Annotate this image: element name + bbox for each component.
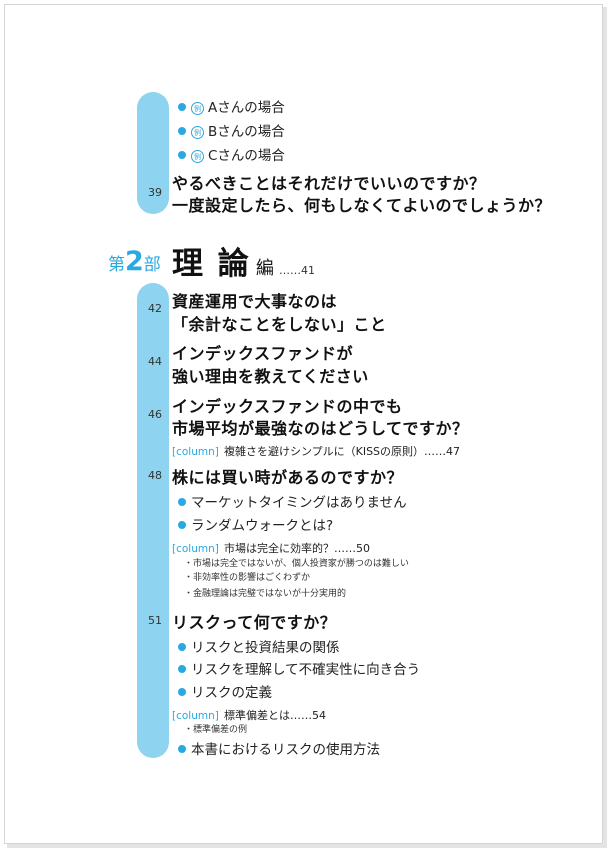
sub-51-1: リスクと投資結果の関係 xyxy=(178,636,340,656)
sub-48-1: マーケットタイミングはありません xyxy=(178,491,407,511)
bullet-icon xyxy=(178,665,186,673)
page-shadow-right xyxy=(603,7,607,848)
entry-44-line2: 強い理由を教えてください xyxy=(172,367,369,386)
question-39-line1: やるべきことはそれだけでいいのですか？ xyxy=(172,174,486,193)
bullet-icon xyxy=(178,688,186,696)
page-number-44: 44 xyxy=(148,355,162,368)
chapter-bar-part2 xyxy=(137,283,169,758)
entry-42-line2: 「余計なことをしない」こと xyxy=(172,315,387,334)
bullet-icon xyxy=(178,151,186,159)
entry-48-title: 株には買い時があるのですか？ xyxy=(172,468,404,487)
note-50-1: ・市場は完全ではないが、個人投資家が勝つのは難しい xyxy=(184,559,409,569)
column-47: [column] 複雑さを避けシンプルに（KISSの原則）……47 xyxy=(172,445,461,458)
page-number-46: 46 xyxy=(148,408,162,421)
column-54: [column] 標準偏差とは……54 xyxy=(172,709,326,722)
part-title: 理 論 編 ……41 xyxy=(172,246,315,282)
note-50-2: ・非効率性の影響はごくわずか xyxy=(184,573,311,583)
entry-46-line2: 市場平均が最強なのはどうしてですか？ xyxy=(172,419,469,438)
page-number-48: 48 xyxy=(148,469,162,482)
bullet-icon xyxy=(178,643,186,651)
example-badge-icon: 例 xyxy=(191,150,204,163)
page-shadow-bottom xyxy=(7,844,605,848)
sub-51-last: 本書におけるリスクの使用方法 xyxy=(178,738,380,758)
sub-51-2: リスクを理解して不確実性に向き合う xyxy=(178,658,420,678)
example-badge-icon: 例 xyxy=(191,102,204,115)
bullet-icon xyxy=(178,127,186,135)
page-frame xyxy=(4,4,603,844)
question-39-line2: 一度設定したら、何もしなくてよいのでしょうか？ xyxy=(172,196,552,215)
entry-42-line1: 資産運用で大事なのは xyxy=(172,292,338,311)
sub-48-2: ランダムウォークとは? xyxy=(178,514,333,534)
page-number-51: 51 xyxy=(148,614,162,627)
page-number-39: 39 xyxy=(148,186,162,199)
bullet-icon xyxy=(178,521,186,529)
bullet-icon xyxy=(178,103,186,111)
entry-51-title: リスクって何ですか？ xyxy=(172,613,337,632)
part-label: 第2部 xyxy=(108,246,161,277)
bullet-icon xyxy=(178,745,186,753)
example-badge-icon: 例 xyxy=(191,126,204,139)
chapter-bar-top xyxy=(137,92,169,214)
note-54-1: ・標準偏差の例 xyxy=(184,725,248,735)
entry-46-line1: インデックスファンドの中でも xyxy=(172,397,403,416)
entry-44-line1: インデックスファンドが xyxy=(172,344,354,363)
page-number-42: 42 xyxy=(148,302,162,315)
sub-51-3: リスクの定義 xyxy=(178,681,272,701)
column-50: [column] 市場は完全に効率的？……50 xyxy=(172,542,370,555)
bullet-icon xyxy=(178,498,186,506)
note-50-3: ・金融理論は完璧ではないが十分実用的 xyxy=(184,589,347,599)
